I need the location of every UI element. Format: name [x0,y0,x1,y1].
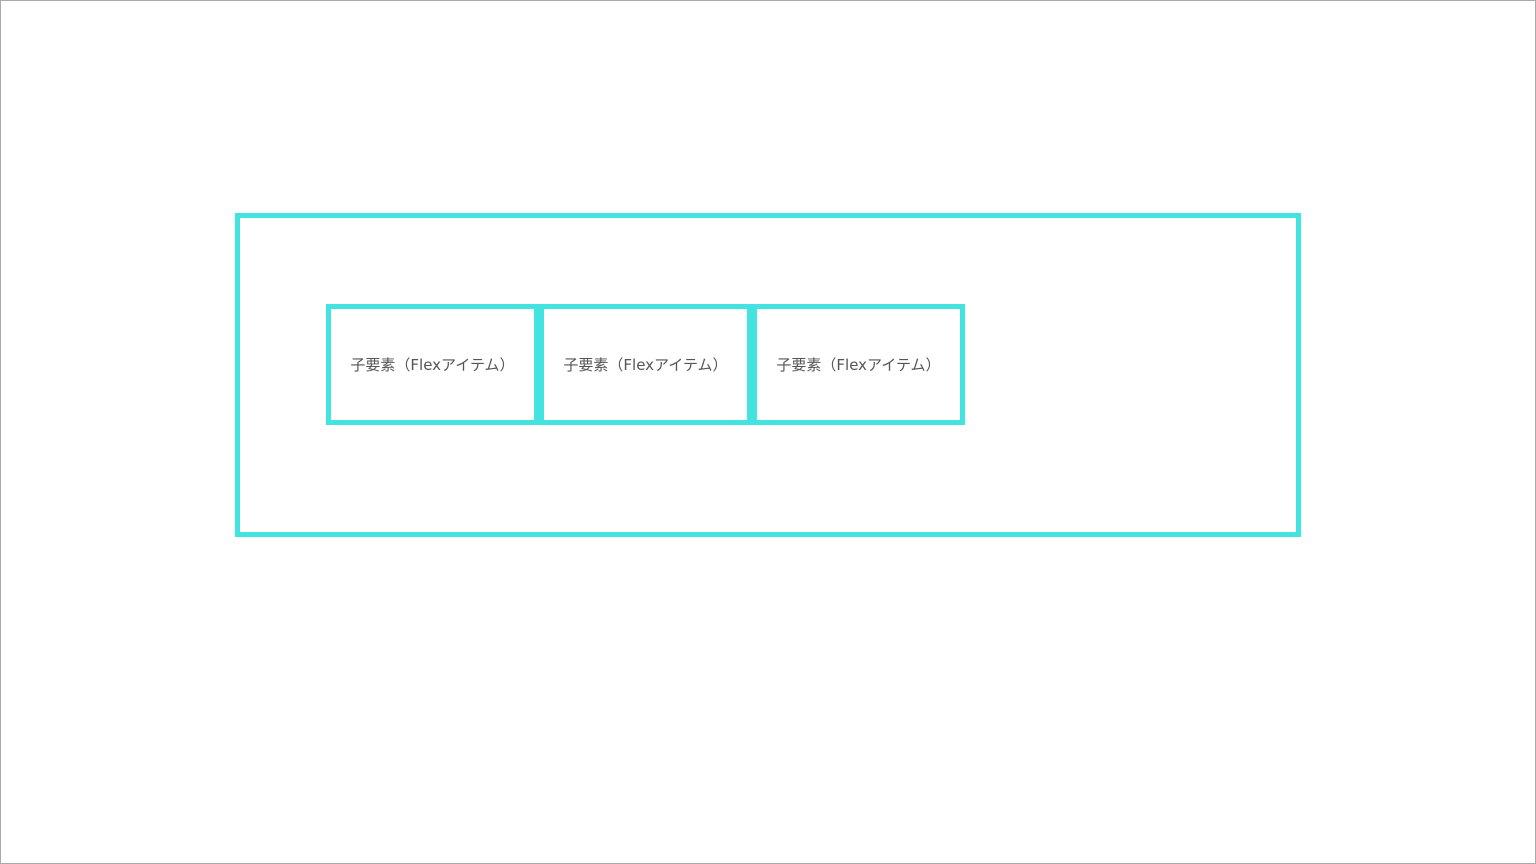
flex-item-2: 子要素（Flexアイテム） [539,304,752,425]
flex-container-box [235,213,1301,537]
flex-item-3: 子要素（Flexアイテム） [752,304,965,425]
flex-item-label: 子要素（Flexアイテム） [350,356,515,374]
flex-items-row: 子要素（Flexアイテム） 子要素（Flexアイテム） 子要素（Flexアイテム… [326,304,965,425]
flex-item-1: 子要素（Flexアイテム） [326,304,539,425]
flex-item-label: 子要素（Flexアイテム） [563,356,728,374]
flex-item-label: 子要素（Flexアイテム） [776,356,941,374]
